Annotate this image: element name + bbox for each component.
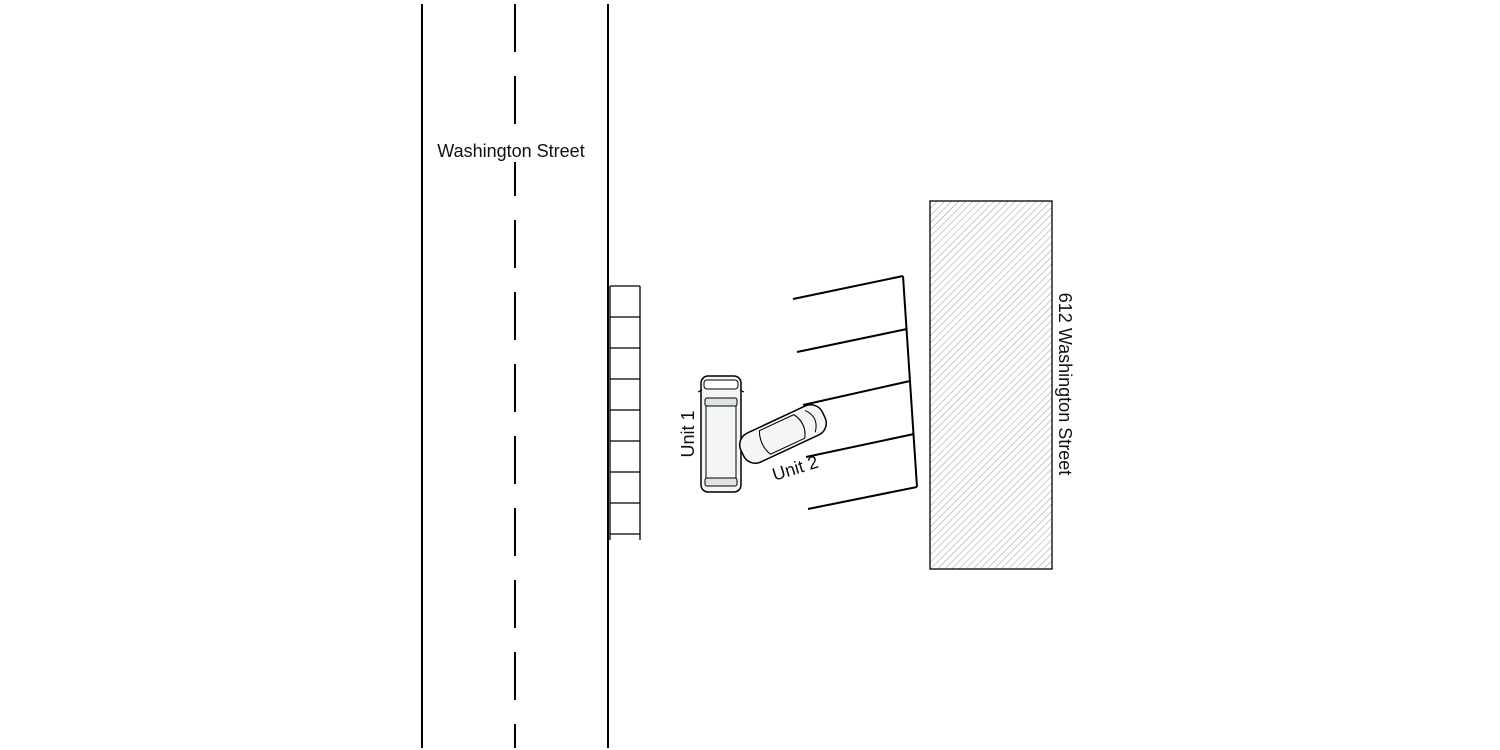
parking-stall-line bbox=[796, 328, 908, 353]
unit-2-label: Unit 2 bbox=[770, 452, 821, 485]
parking-stalls bbox=[792, 275, 918, 510]
street-name-label: Washington Street bbox=[437, 141, 584, 161]
building-address-label: 612 Washington Street bbox=[1055, 293, 1075, 475]
building-612-washington bbox=[929, 200, 1053, 570]
crosswalk-grid bbox=[609, 285, 641, 540]
street-label-backing bbox=[430, 138, 590, 162]
road-washington-street bbox=[421, 4, 609, 748]
parking-stall-line bbox=[802, 380, 911, 406]
unit-1-label: Unit 1 bbox=[678, 410, 698, 457]
unit-2-vehicle bbox=[738, 404, 828, 464]
unit-1-vehicle bbox=[697, 375, 745, 493]
parking-stall-line bbox=[807, 486, 918, 510]
parking-stall-line bbox=[792, 275, 904, 300]
parking-stall-line bbox=[805, 433, 915, 458]
